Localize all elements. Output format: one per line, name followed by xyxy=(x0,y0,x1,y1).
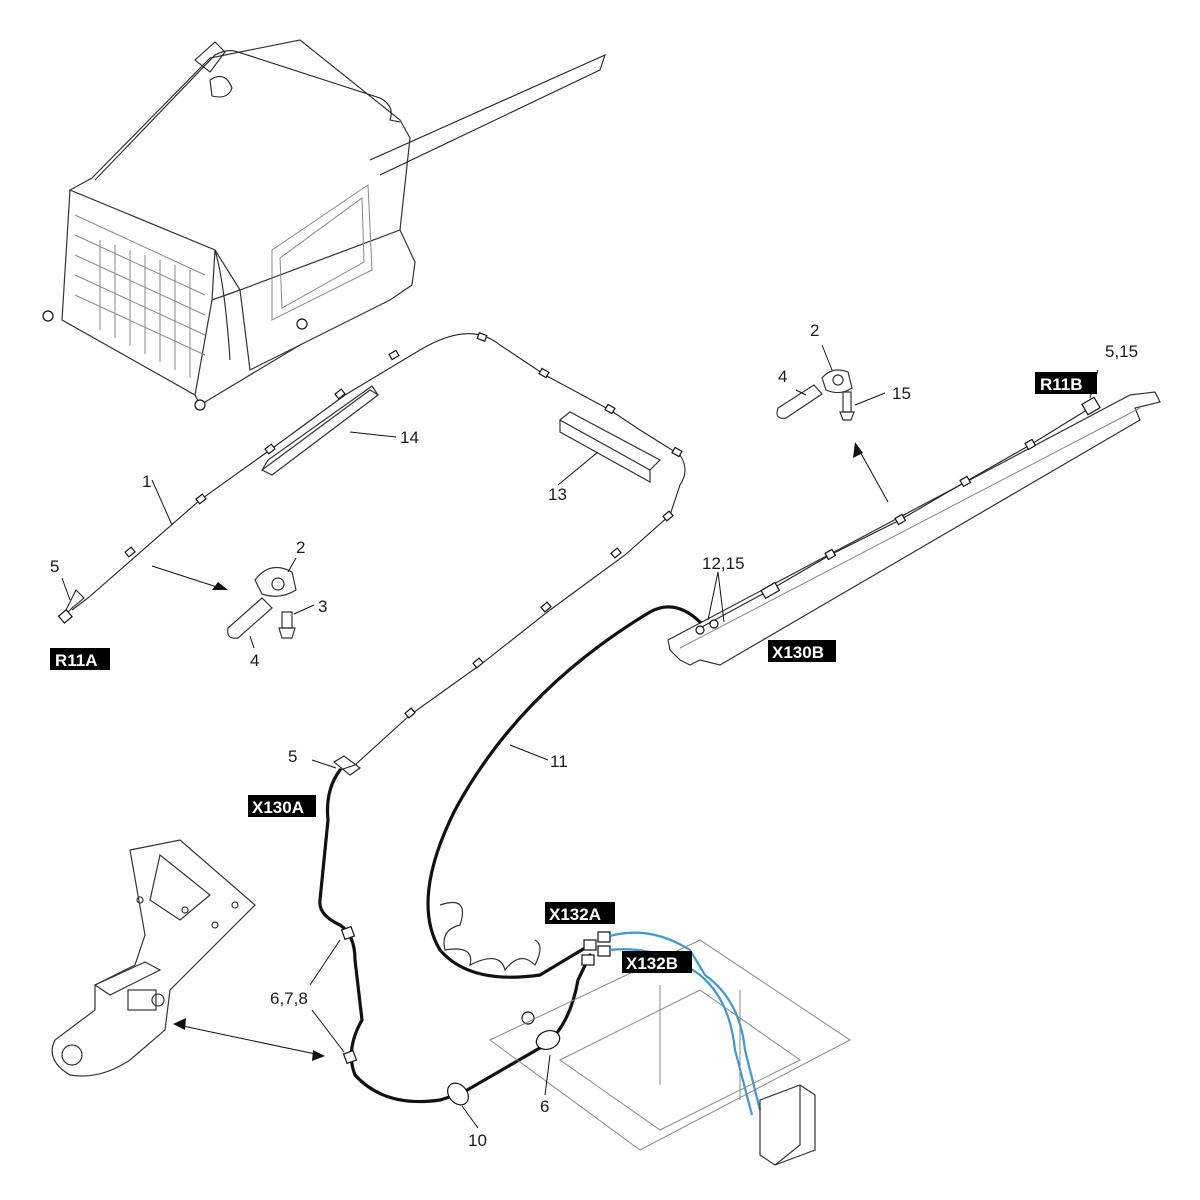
callout-5-left: 5 xyxy=(50,557,59,576)
clamp-detail-left xyxy=(227,566,297,639)
callout-4-top: 4 xyxy=(778,367,787,386)
tag-x130b: X130B xyxy=(772,643,824,662)
right-bracket xyxy=(667,391,1161,666)
callouts: 1 2 3 4 5 14 13 2 4 15 5,15 12,15 5 11 6… xyxy=(50,321,1138,1150)
callout-12-15: 12,15 xyxy=(702,554,745,573)
cable-x130a-run xyxy=(318,768,592,1106)
tag-r11b: R11B xyxy=(1040,375,1083,394)
cable-11 xyxy=(426,605,702,979)
x132-connectors xyxy=(581,931,762,1116)
callout-13: 13 xyxy=(548,485,567,504)
bracket-detail xyxy=(51,839,256,1077)
tag-x132b: X132B xyxy=(626,954,678,973)
floor-panel xyxy=(489,939,851,1166)
callout-5-mid: 5 xyxy=(288,747,297,766)
callout-11: 11 xyxy=(550,752,568,771)
callout-3: 3 xyxy=(318,597,327,616)
leader-lines xyxy=(61,344,1099,1129)
part-13-cover xyxy=(558,411,661,484)
callout-6: 6 xyxy=(540,1097,549,1116)
callout-1: 1 xyxy=(142,472,151,491)
callout-10: 10 xyxy=(468,1131,487,1150)
tag-r11a: R11A xyxy=(55,651,98,670)
callout-14: 14 xyxy=(400,428,419,447)
callout-15: 15 xyxy=(892,384,911,403)
tag-x132a: X132A xyxy=(549,905,601,924)
part-14-channel xyxy=(260,385,380,476)
callout-6-7-8: 6,7,8 xyxy=(270,989,308,1008)
callout-4-left: 4 xyxy=(250,651,259,670)
callout-2-left: 2 xyxy=(296,538,305,557)
callout-5-15: 5,15 xyxy=(1105,342,1138,361)
harness-1 xyxy=(57,332,686,776)
connector-tags: R11A R11B X130A X130B X132A X132B xyxy=(50,372,1097,973)
clamp-detail-top xyxy=(776,369,855,421)
tag-x130a: X130A xyxy=(252,798,304,817)
cab-illustration xyxy=(42,39,606,411)
callout-2-top: 2 xyxy=(810,321,819,340)
